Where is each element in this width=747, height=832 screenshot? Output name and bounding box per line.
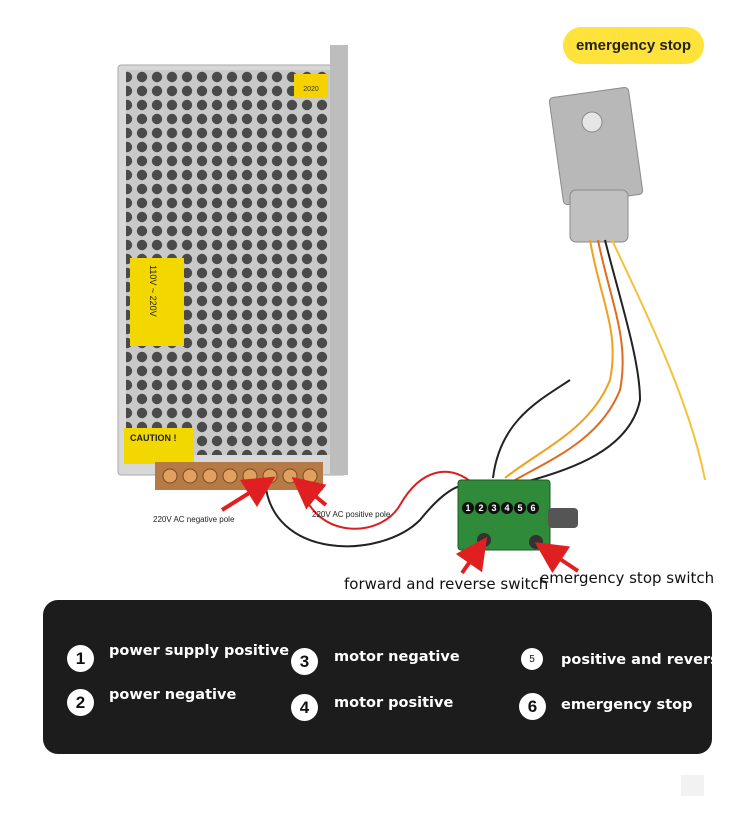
legend-number-4: 4 [291, 694, 318, 721]
label-positive-pole: 220V AC positive pole [312, 510, 391, 519]
legend-label-5: positive and reverse [561, 652, 729, 668]
arrow-fr-switch [455, 536, 488, 575]
legend-label-2: power negative [109, 687, 237, 703]
legend-label-1: power supply positive [109, 643, 290, 659]
legend-number-3: 3 [291, 648, 318, 675]
legend-number-6: 6 [519, 693, 546, 720]
legend-number-1: 1 [67, 645, 94, 672]
label-negative-pole: 220V AC negative pole [153, 515, 235, 524]
label-forward-reverse-switch: forward and reverse switch [344, 575, 549, 593]
emergency-stop-badge: emergency stop [563, 27, 704, 64]
arrow-negative-pole [220, 476, 276, 512]
power-supply-unit: 2020 110V ~ 220V CAUTION ! [117, 45, 348, 490]
legend-number-5: 5 [521, 648, 543, 670]
pin-label-6: 6 [530, 503, 535, 513]
label-emergency-stop-switch: emergency stop switch [540, 569, 715, 587]
legend-label-4: motor positive [334, 695, 454, 711]
psu-sticker-text: 2020 [303, 86, 319, 93]
arrow-estop-switch [534, 542, 580, 574]
psu-voltage-sticker [130, 258, 184, 346]
legend-label-3: motor negative [334, 649, 460, 665]
psu-voltage-text: 110V ~ 220V [148, 265, 158, 317]
pointer-arrows [220, 476, 580, 575]
wiring-illustration: 2020 110V ~ 220V CAUTION ! [117, 45, 706, 575]
wires [264, 239, 706, 548]
arrow-positive-pole [291, 476, 328, 510]
board-pin-labels: 1 2 3 4 5 6 [462, 502, 539, 514]
legend-panel: 1 power supply positive 2 power negative… [43, 600, 729, 754]
controller-board [457, 479, 578, 551]
emergency-stop-badge-label: emergency stop [575, 37, 692, 54]
corner-box [681, 775, 704, 796]
pin-label-1: 1 [465, 503, 470, 513]
pin-label-5: 5 [517, 503, 522, 513]
psu-caution-sticker [124, 428, 194, 464]
legend-label-6: emergency stop [561, 697, 693, 713]
pin-label-2: 2 [478, 503, 483, 513]
psu-caution-text: CAUTION ! [130, 433, 177, 443]
psu-terminal-block [155, 462, 323, 490]
pin-label-3: 3 [491, 503, 496, 513]
pin-label-4: 4 [504, 503, 509, 513]
worm-gear-motor [548, 86, 644, 243]
psu-sticker-small [294, 74, 328, 98]
legend-number-2: 2 [67, 689, 94, 716]
